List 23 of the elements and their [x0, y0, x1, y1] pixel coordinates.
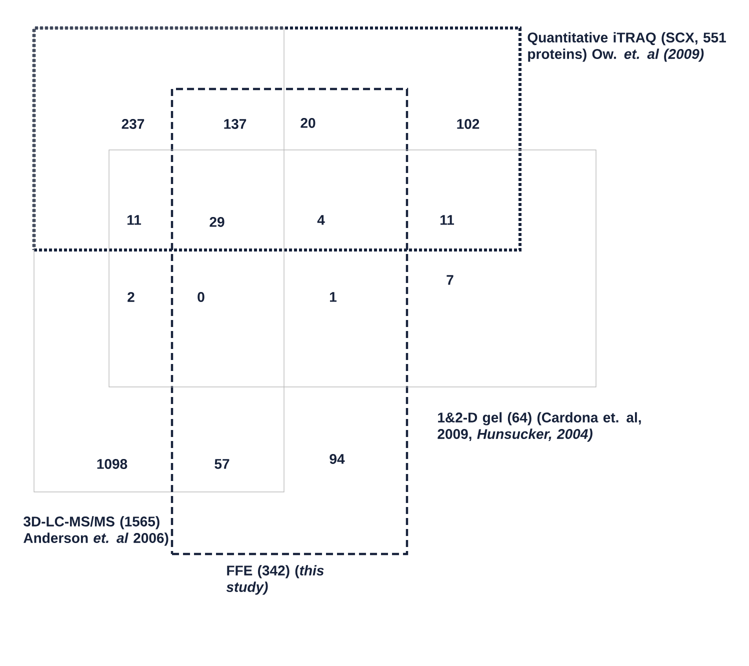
- region-count: 57: [214, 459, 230, 469]
- region-count: 1: [330, 292, 337, 302]
- set-rectangle: [34, 28, 284, 492]
- set-label: Quantitative iTRAQ (SCX, 551 proteins) Ow. et. al (2009): [528, 32, 726, 62]
- region-count: 4: [317, 215, 325, 225]
- region-count: 137: [224, 119, 246, 129]
- set-rectangle: [32, 26, 522, 252]
- region-count: 94: [330, 454, 345, 464]
- region-count: 102: [457, 119, 480, 129]
- region-count: 0: [198, 292, 204, 302]
- region-count: 237: [122, 119, 144, 129]
- region-count: 7: [446, 275, 454, 285]
- region-count: 1098: [97, 459, 128, 469]
- set-label: 3D-LC-MS/MS (1565) Anderson et. al 2006): [24, 516, 168, 546]
- region-count: 2: [128, 292, 134, 302]
- set-label: 1&2-D gel (64) (Cardona et. al, 2009, Hunsucker, 2004): [438, 412, 641, 442]
- region-count: 29: [210, 217, 224, 227]
- region-count: 20: [300, 118, 316, 128]
- region-count: 11: [440, 215, 454, 225]
- set-rectangle: [170, 88, 408, 556]
- set-label: FFE (342) (this study): [226, 565, 324, 595]
- set-rectangle: [108, 150, 596, 388]
- region-count: 11: [127, 215, 142, 225]
